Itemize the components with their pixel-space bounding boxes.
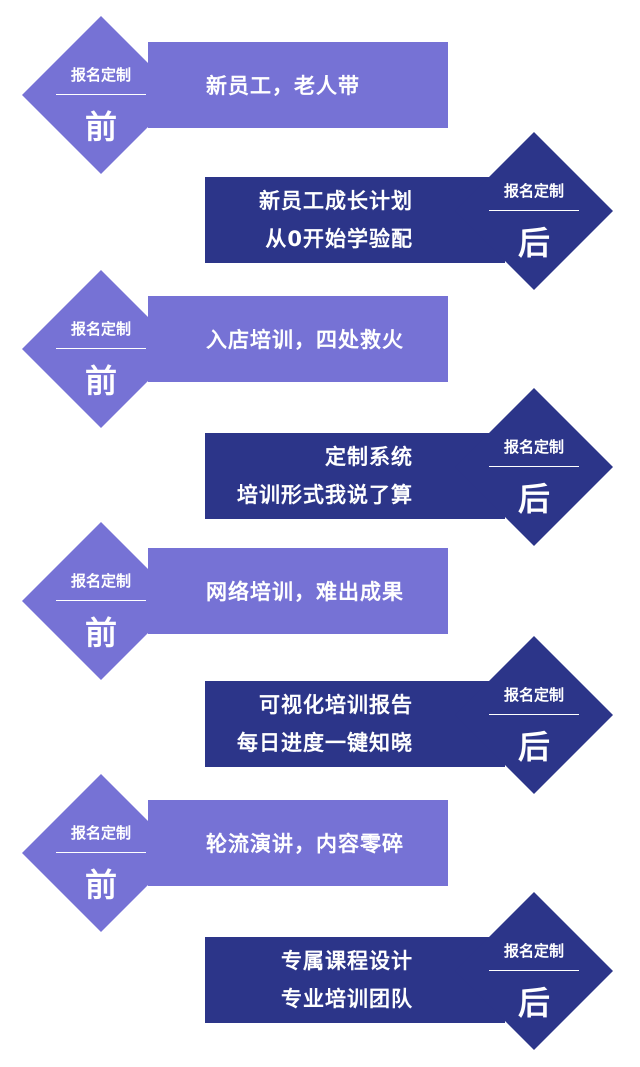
after-text-3b: 每日进度一键知晓 (237, 731, 413, 755)
badge-divider (56, 94, 146, 95)
after-text-3a: 可视化培训报告 (259, 693, 413, 717)
badge-divider (489, 714, 579, 715)
after-text-2b: 培训形式我说了算 (237, 483, 413, 507)
after-item-3: 可视化培训报告 每日进度一键知晓 报名定制 后 (0, 636, 640, 806)
badge-after-char: 后 (517, 224, 550, 262)
before-bar-1: 新员工，老人带 (148, 42, 448, 128)
before-bar-3: 网络培训，难出成果 (148, 548, 448, 634)
before-text-1: 新员工，老人带 (206, 74, 360, 98)
badge-divider (56, 600, 146, 601)
badge-divider (56, 348, 146, 349)
diamond-shape-icon (455, 636, 613, 794)
after-item-4: 专属课程设计 专业培训团队 报名定制 后 (0, 892, 640, 1062)
after-item-1: 新员工成长计划 从0开始学验配 报名定制 后 (0, 132, 640, 302)
badge-after-char: 后 (517, 728, 550, 766)
diamond-shape-icon (455, 388, 613, 546)
after-text-1b: 从0开始学验配 (265, 227, 413, 251)
badge-label: 报名定制 (70, 824, 131, 842)
before-text-2: 入店培训，四处救火 (206, 328, 404, 352)
badge-label: 报名定制 (503, 438, 564, 456)
before-bar-2: 入店培训，四处救火 (148, 296, 448, 382)
diamond-shape-icon (22, 16, 180, 174)
badge-divider (489, 970, 579, 971)
before-bar-4: 轮流演讲，内容零碎 (148, 800, 448, 886)
after-bar-1: 新员工成长计划 从0开始学验配 (205, 177, 505, 263)
badge-before-char: 前 (84, 362, 117, 400)
badge-label: 报名定制 (70, 320, 131, 338)
after-badge-4: 报名定制 后 (455, 892, 613, 1050)
badge-after-char: 后 (517, 480, 550, 518)
diamond-shape-icon (455, 892, 613, 1050)
badge-label: 报名定制 (503, 182, 564, 200)
diamond-shape-icon (22, 270, 180, 428)
before-item-4: 轮流演讲，内容零碎 报名定制 前 (0, 764, 640, 934)
after-text-2a: 定制系统 (325, 445, 413, 469)
after-item-2: 定制系统 培训形式我说了算 报名定制 后 (0, 388, 640, 558)
badge-label: 报名定制 (70, 66, 131, 84)
after-text-4a: 专属课程设计 (281, 949, 413, 973)
before-badge-2: 报名定制 前 (22, 270, 180, 428)
after-bar-3: 可视化培训报告 每日进度一键知晓 (205, 681, 505, 767)
after-text-1a: 新员工成长计划 (259, 189, 413, 213)
before-badge-3: 报名定制 前 (22, 522, 180, 680)
before-item-1: 新员工，老人带 报名定制 前 (0, 6, 640, 176)
after-badge-1: 报名定制 后 (455, 132, 613, 290)
before-badge-4: 报名定制 前 (22, 774, 180, 932)
badge-label: 报名定制 (503, 686, 564, 704)
badge-label: 报名定制 (503, 942, 564, 960)
before-item-2: 入店培训，四处救火 报名定制 前 (0, 260, 640, 430)
before-item-3: 网络培训，难出成果 报名定制 前 (0, 512, 640, 682)
after-bar-4: 专属课程设计 专业培训团队 (205, 937, 505, 1023)
diamond-shape-icon (455, 132, 613, 290)
badge-before-char: 前 (84, 614, 117, 652)
badge-label: 报名定制 (70, 572, 131, 590)
diamond-shape-icon (22, 522, 180, 680)
after-badge-2: 报名定制 后 (455, 388, 613, 546)
before-badge-1: 报名定制 前 (22, 16, 180, 174)
badge-before-char: 前 (84, 108, 117, 146)
badge-divider (489, 210, 579, 211)
diamond-shape-icon (22, 774, 180, 932)
badge-after-char: 后 (517, 984, 550, 1022)
before-text-4: 轮流演讲，内容零碎 (206, 832, 404, 856)
badge-divider (56, 852, 146, 853)
after-text-4b: 专业培训团队 (281, 987, 413, 1011)
after-bar-2: 定制系统 培训形式我说了算 (205, 433, 505, 519)
after-badge-3: 报名定制 后 (455, 636, 613, 794)
before-text-3: 网络培训，难出成果 (206, 580, 404, 604)
badge-before-char: 前 (84, 866, 117, 904)
badge-divider (489, 466, 579, 467)
